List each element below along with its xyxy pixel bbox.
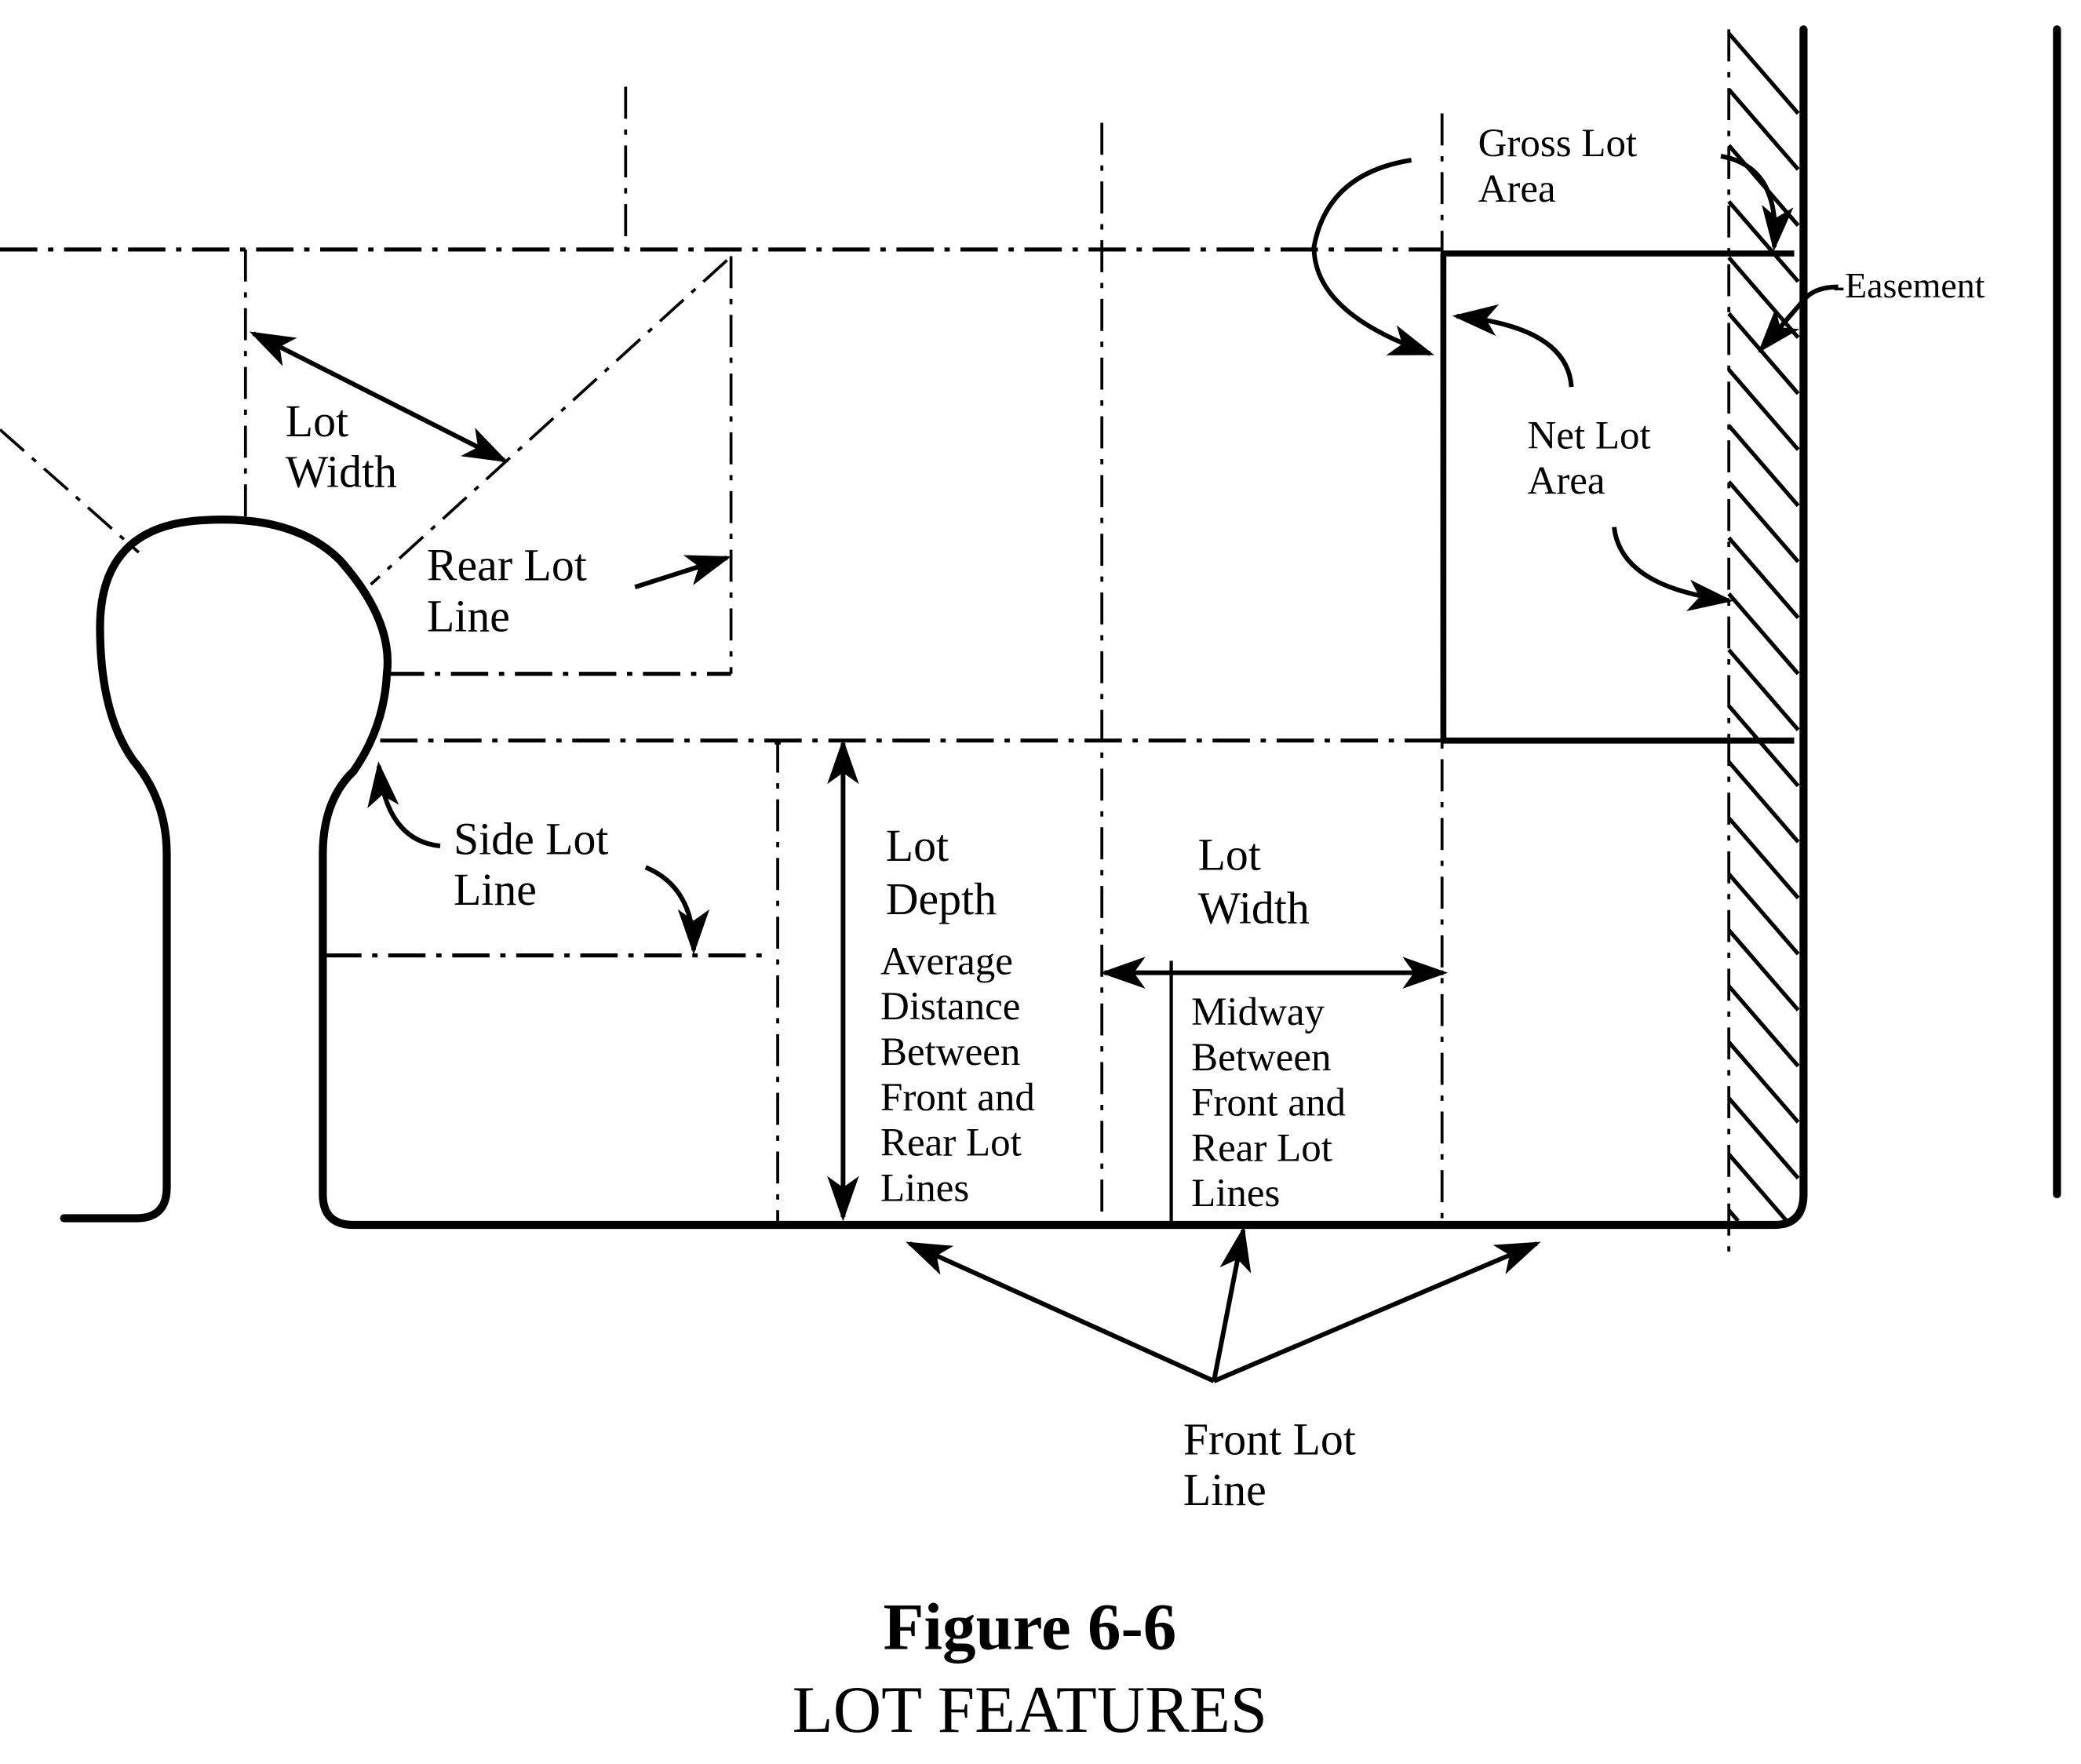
net-lot-area-label: Net Lot Area	[1528, 414, 1661, 503]
net-lot-area-arrow-up	[1452, 304, 1574, 388]
diagonal-lot-line	[370, 259, 728, 586]
hatch-line	[1727, 31, 1800, 115]
hatch-line	[1727, 480, 1800, 563]
front-lot-line-arrow-left	[906, 1241, 1215, 1383]
hatch-line	[1727, 648, 1800, 731]
front-lot-line-arrow-mid	[1212, 1226, 1252, 1382]
lot-width-top-label: Lot Width	[286, 395, 397, 497]
hatch-line	[1727, 704, 1800, 788]
hatch-line	[1727, 1208, 1740, 1223]
side-lot-line-arrow-2	[644, 865, 710, 955]
figure-number: Figure 6-6	[884, 1591, 1177, 1664]
net-lot-area-arrow-down	[1612, 527, 1733, 611]
gross-lot-area-label: Gross Lot Area	[1478, 122, 1647, 211]
lot-width-top-arrow	[249, 331, 508, 463]
hatch-line	[1727, 424, 1800, 508]
street-outline	[60, 25, 2061, 1230]
hatch-line	[1727, 1096, 1800, 1180]
cul-de-sac-curb	[60, 25, 1808, 1230]
easement-label: -Easement	[1833, 265, 1985, 305]
hatch-line	[1727, 1153, 1788, 1223]
hatch-line	[1727, 368, 1800, 451]
rear-lot-line-arrow	[634, 555, 732, 590]
side-lot-line-label: Side Lot Line	[454, 813, 620, 915]
hatch-line	[1727, 816, 1800, 900]
hatch-line	[1727, 760, 1800, 844]
lot-depth-note: Average Distance Between Front and Rear …	[880, 939, 1045, 1210]
side-lot-line-arrow-1	[367, 761, 441, 849]
hatch-line	[1727, 928, 1800, 1011]
front-lot-line-arrow-right	[1212, 1241, 1541, 1383]
hatch-line	[1727, 984, 1800, 1068]
hatch-line	[1727, 88, 1800, 171]
front-lot-line-label: Front Lot Line	[1183, 1413, 1367, 1515]
lot-width-mid-label: Lot Width	[1198, 829, 1310, 934]
lot-lines-dashed	[0, 29, 1731, 1255]
hatch-line	[1727, 312, 1800, 395]
easement-hatch	[1727, 31, 1800, 1223]
lot-width-note: Midway Between Front and Rear Lot Lines	[1191, 990, 1356, 1215]
labels: Lot Width Rear Lot Line Side Lot Line Lo…	[286, 122, 1985, 1515]
figure-title: LOT FEATURES	[793, 1673, 1267, 1747]
easement-arrow	[1758, 284, 1839, 353]
gross-lot-area-arrow-right	[1720, 154, 1794, 252]
hatch-line	[1727, 536, 1800, 619]
rear-lot-line-label: Rear Lot Line	[427, 540, 598, 642]
gross-lot-area-arrow-left	[1311, 158, 1434, 356]
net-lot-outline	[774, 250, 1795, 745]
hatch-line	[1727, 873, 1800, 956]
hatch-line	[1727, 592, 1800, 676]
hatch-line	[1727, 1041, 1800, 1124]
figure-caption: Figure 6-6 LOT FEATURES	[793, 1591, 1267, 1747]
left-diagonal-lot-line	[0, 428, 140, 554]
annotation-arrows	[249, 154, 1839, 1383]
lot-depth-label: Lot Depth	[886, 820, 997, 924]
